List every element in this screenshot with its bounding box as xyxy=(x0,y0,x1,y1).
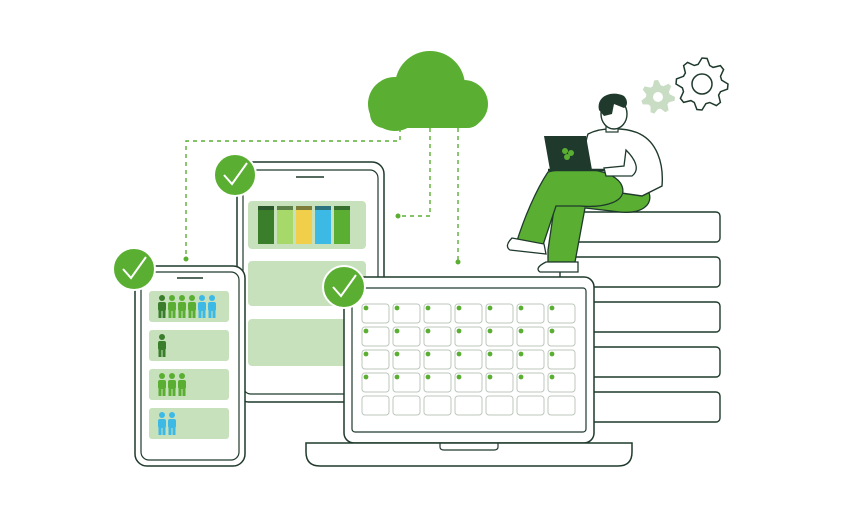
grid-cell xyxy=(361,303,390,324)
grid-cell xyxy=(361,372,390,393)
grid-cell xyxy=(485,349,514,370)
bar xyxy=(277,206,293,244)
gear-icon xyxy=(641,80,675,114)
person-icon xyxy=(168,412,176,435)
person-icon xyxy=(198,295,206,318)
grid-cell xyxy=(361,395,390,416)
grid-cell xyxy=(516,326,545,347)
gear-icon xyxy=(675,57,729,111)
grid-cell xyxy=(516,395,545,416)
grid-cell xyxy=(454,303,483,324)
grid-cell xyxy=(547,395,576,416)
grid-cell xyxy=(361,349,390,370)
server-stack xyxy=(559,211,721,423)
grid-cell xyxy=(423,303,452,324)
person-icon xyxy=(168,373,176,396)
grid-cell xyxy=(547,372,576,393)
bar xyxy=(334,206,350,244)
grid-cell xyxy=(516,372,545,393)
calendar-grid xyxy=(361,303,576,416)
grid-cell xyxy=(392,349,421,370)
person-icon xyxy=(168,295,176,318)
person-icon xyxy=(158,295,166,318)
grid-cell xyxy=(423,372,452,393)
person-icon xyxy=(178,373,186,396)
bar-chart xyxy=(258,206,350,244)
grid-cell xyxy=(516,303,545,324)
people-list xyxy=(149,291,229,439)
bar xyxy=(258,206,274,244)
check-icon xyxy=(112,247,156,291)
grid-cell xyxy=(423,349,452,370)
grid-cell xyxy=(485,303,514,324)
person-with-laptop xyxy=(506,93,663,273)
grid-cell xyxy=(392,326,421,347)
grid-cell xyxy=(547,303,576,324)
grid-cell xyxy=(454,395,483,416)
person-icon xyxy=(158,334,166,357)
grid-cell xyxy=(423,395,452,416)
grid-cell xyxy=(454,372,483,393)
grid-cell xyxy=(547,326,576,347)
check-icon xyxy=(322,265,366,309)
check-icon xyxy=(213,153,257,197)
person-icon xyxy=(208,295,216,318)
grid-cell xyxy=(454,326,483,347)
grid-cell xyxy=(392,372,421,393)
grid-cell xyxy=(485,372,514,393)
people-group xyxy=(149,330,229,361)
grid-cell xyxy=(454,349,483,370)
bar xyxy=(315,206,331,244)
phone-device xyxy=(134,265,246,467)
grid-cell xyxy=(516,349,545,370)
grid-cell xyxy=(423,326,452,347)
grid-cell xyxy=(485,395,514,416)
grid-cell xyxy=(361,326,390,347)
grid-cell xyxy=(485,326,514,347)
person-icon xyxy=(178,295,186,318)
person-icon xyxy=(158,373,166,396)
person-icon xyxy=(188,295,196,318)
person-icon xyxy=(158,412,166,435)
grid-cell xyxy=(392,395,421,416)
bar xyxy=(296,206,312,244)
cloud-icon xyxy=(368,51,488,131)
grid-cell xyxy=(392,303,421,324)
grid-cell xyxy=(547,349,576,370)
laptop-device xyxy=(305,276,633,467)
connection-lines xyxy=(185,128,459,262)
